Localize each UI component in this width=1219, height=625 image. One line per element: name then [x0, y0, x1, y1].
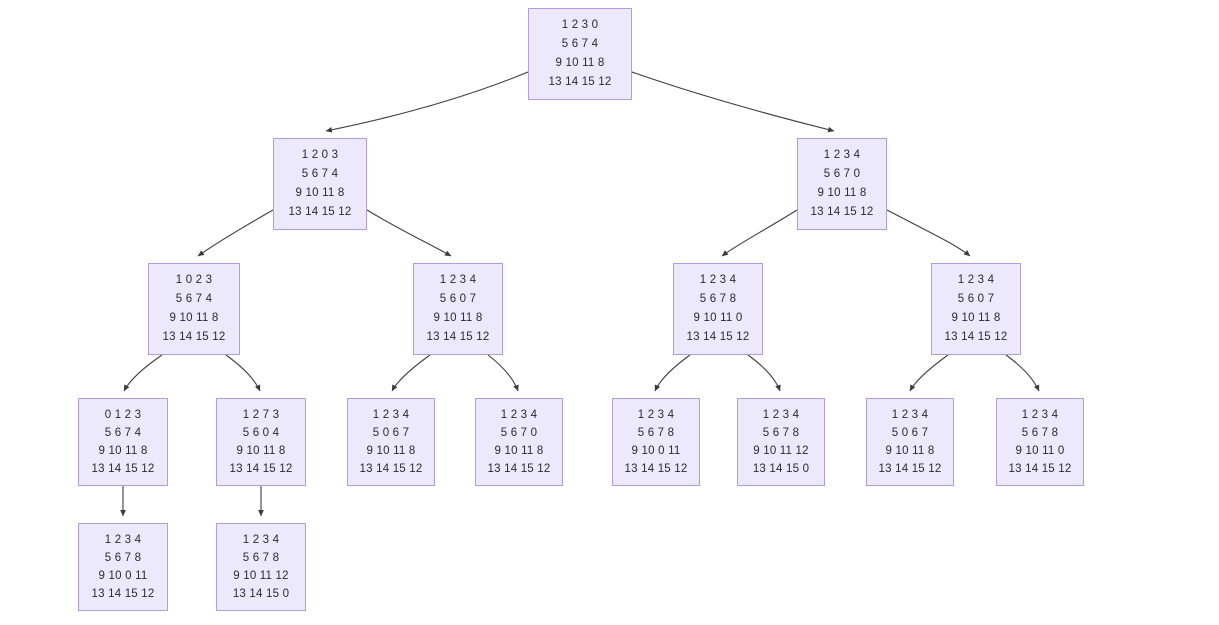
puzzle-row: 9 10 11 8 [169, 312, 219, 324]
tree-node[interactable]: 1 2 3 4 5 6 7 8 9 10 11 0 13 14 15 12 [991, 396, 1089, 488]
puzzle-row: 1 2 3 4 [637, 409, 675, 421]
tree-node[interactable]: 1 2 3 4 5 0 6 7 9 10 11 8 13 14 15 12 [861, 396, 959, 488]
puzzle-row: 1 2 0 3 [301, 149, 339, 161]
puzzle-row: 9 10 11 0 [693, 312, 743, 324]
puzzle-row: 13 14 15 12 [359, 463, 423, 475]
tree-edge [747, 354, 781, 392]
tree-edge [325, 71, 529, 133]
puzzle-row: 13 14 15 0 [752, 463, 810, 475]
tree-node[interactable]: 1 0 2 3 5 6 7 4 9 10 11 8 13 14 15 12 [143, 261, 245, 357]
puzzle-row: 5 6 0 7 [957, 293, 995, 305]
tree-node[interactable]: 1 2 3 4 5 6 0 7 9 10 11 8 13 14 15 12 [408, 261, 508, 357]
puzzle-row: 5 6 0 7 [439, 293, 477, 305]
puzzle-row: 9 10 11 8 [555, 57, 605, 69]
puzzle-row: 1 2 3 4 [104, 534, 142, 546]
puzzle-row: 1 2 3 0 [561, 19, 599, 31]
puzzle-row: 1 2 3 4 [823, 149, 861, 161]
puzzle-row: 13 14 15 12 [91, 463, 155, 475]
puzzle-row: 1 2 3 4 [1021, 409, 1059, 421]
puzzle-row: 5 6 7 4 [561, 38, 599, 50]
tree-node[interactable]: 1 2 3 4 5 6 7 0 9 10 11 8 13 14 15 12 [470, 396, 568, 488]
tree-edge [1005, 354, 1040, 392]
tree-edge [366, 209, 452, 257]
tree-node[interactable]: 1 2 3 4 5 6 7 8 9 10 11 12 13 14 15 0 [211, 521, 311, 613]
puzzle-row: 5 6 7 8 [104, 552, 142, 564]
puzzle-row: 5 6 7 8 [1021, 427, 1059, 439]
puzzle-row: 0 1 2 3 [104, 409, 142, 421]
puzzle-row: 5 6 7 4 [175, 293, 213, 305]
puzzle-row: 5 6 0 4 [242, 427, 280, 439]
puzzle-row: 9 10 0 11 [631, 445, 681, 457]
puzzle-row: 1 2 7 3 [242, 409, 280, 421]
puzzle-row: 9 10 11 8 [494, 445, 544, 457]
tree-edge [886, 209, 971, 257]
puzzle-row: 9 10 11 8 [433, 312, 483, 324]
puzzle-row: 9 10 11 8 [885, 445, 935, 457]
puzzle-row: 1 2 3 4 [372, 409, 410, 421]
tree-node[interactable]: 1 2 3 4 5 6 7 8 9 10 0 11 13 14 15 12 [607, 396, 705, 488]
puzzle-row: 9 10 11 8 [817, 187, 867, 199]
puzzle-row: 5 6 7 8 [637, 427, 675, 439]
puzzle-row: 1 2 3 4 [891, 409, 929, 421]
tree-node[interactable]: 1 2 3 4 5 6 7 8 9 10 11 0 13 14 15 12 [668, 261, 768, 357]
tree-node[interactable]: 1 2 7 3 5 6 0 4 9 10 11 8 13 14 15 12 [211, 396, 311, 488]
tree-edge [197, 209, 274, 257]
puzzle-row: 13 14 15 12 [91, 588, 155, 600]
puzzle-row: 5 0 6 7 [372, 427, 410, 439]
puzzle-row: 1 2 3 4 [957, 274, 995, 286]
puzzle-row: 13 14 15 12 [810, 206, 874, 218]
puzzle-row: 5 6 7 0 [823, 168, 861, 180]
puzzle-row: 1 0 2 3 [175, 274, 213, 286]
tree-node[interactable]: 1 2 3 4 5 6 7 0 9 10 11 8 13 14 15 12 [792, 136, 892, 232]
puzzle-row: 5 6 7 4 [301, 168, 339, 180]
puzzle-row: 13 14 15 12 [878, 463, 942, 475]
puzzle-row: 9 10 11 12 [233, 570, 289, 582]
tree-node[interactable]: 1 2 3 4 5 6 0 7 9 10 11 8 13 14 15 12 [926, 261, 1026, 357]
tree-edge [631, 71, 835, 133]
puzzle-row: 13 14 15 12 [288, 206, 352, 218]
puzzle-row: 13 14 15 12 [944, 331, 1008, 343]
puzzle-row: 13 14 15 0 [232, 588, 290, 600]
puzzle-row: 9 10 11 0 [1015, 445, 1065, 457]
tree-node[interactable]: 1 2 3 4 5 0 6 7 9 10 11 8 13 14 15 12 [342, 396, 440, 488]
puzzle-row: 13 14 15 12 [686, 331, 750, 343]
puzzle-row: 1 2 3 4 [699, 274, 737, 286]
tree-edge [391, 354, 431, 392]
tree-edge [909, 354, 949, 392]
puzzle-row: 13 14 15 12 [426, 331, 490, 343]
puzzle-row: 5 0 6 7 [891, 427, 929, 439]
puzzle-row: 5 6 7 8 [699, 293, 737, 305]
puzzle-row: 1 2 3 4 [500, 409, 538, 421]
puzzle-row: 13 14 15 12 [162, 331, 226, 343]
puzzle-row: 1 2 3 4 [242, 534, 280, 546]
tree-node[interactable]: 1 2 3 0 5 6 7 4 9 10 11 8 13 14 15 12 [523, 6, 637, 102]
tree-edge [123, 354, 163, 392]
tree-edge [225, 354, 261, 392]
tree-edge [721, 209, 798, 257]
tree-node[interactable]: 0 1 2 3 5 6 7 4 9 10 11 8 13 14 15 12 [73, 396, 173, 488]
tree-node[interactable]: 1 2 0 3 5 6 7 4 9 10 11 8 13 14 15 12 [268, 136, 372, 232]
puzzle-row: 1 2 3 4 [439, 274, 477, 286]
puzzle-row: 5 6 7 8 [242, 552, 280, 564]
puzzle-row: 9 10 11 8 [366, 445, 416, 457]
puzzle-row: 13 14 15 12 [1008, 463, 1072, 475]
puzzle-row: 5 6 7 8 [762, 427, 800, 439]
puzzle-row: 13 14 15 12 [548, 76, 612, 88]
puzzle-row: 13 14 15 12 [487, 463, 551, 475]
puzzle-row: 9 10 11 8 [236, 445, 286, 457]
tree-node[interactable]: 1 2 3 4 5 6 7 8 9 10 11 12 13 14 15 0 [732, 396, 830, 488]
puzzle-row: 5 6 7 0 [500, 427, 538, 439]
puzzle-row: 13 14 15 12 [229, 463, 293, 475]
tree-edge [654, 354, 691, 392]
puzzle-row: 9 10 0 11 [98, 570, 148, 582]
puzzle-row: 9 10 11 8 [295, 187, 345, 199]
puzzle-row: 1 2 3 4 [762, 409, 800, 421]
puzzle-row: 9 10 11 12 [753, 445, 809, 457]
puzzle-row: 13 14 15 12 [624, 463, 688, 475]
puzzle-row: 5 6 7 4 [104, 427, 142, 439]
puzzle-row: 9 10 11 8 [98, 445, 148, 457]
puzzle-row: 9 10 11 8 [951, 312, 1001, 324]
tree-node[interactable]: 1 2 3 4 5 6 7 8 9 10 0 11 13 14 15 12 [73, 521, 173, 613]
tree-edge [487, 354, 519, 392]
